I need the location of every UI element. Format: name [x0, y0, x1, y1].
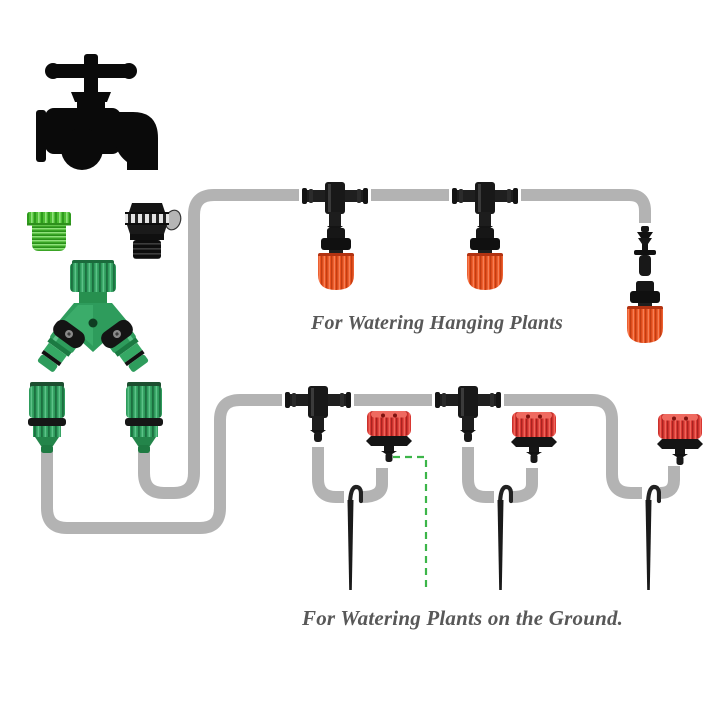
hose-tube — [511, 468, 538, 503]
hose-tube — [504, 394, 642, 499]
ground-stake-2 — [498, 487, 512, 590]
hose-tube — [361, 468, 388, 503]
caption-hanging-plants: For Watering Hanging Plants — [311, 312, 563, 334]
faucet-icon — [36, 54, 158, 170]
quick-connector-right — [125, 382, 163, 453]
left-valve-handle — [53, 319, 85, 349]
hose-tube — [462, 447, 494, 503]
hose-tube — [659, 466, 680, 499]
splitter-screw-hole — [88, 318, 98, 328]
tee-connector-mid-1 — [285, 386, 351, 442]
hose-tube — [138, 189, 299, 499]
hose-tube — [312, 447, 344, 503]
quick-connector-left — [28, 382, 66, 453]
hose-tube — [521, 189, 651, 223]
misting-nozzle-2 — [467, 228, 503, 290]
ground-stake-1 — [348, 487, 362, 590]
splitter-coupling — [70, 263, 116, 292]
dripper-3 — [657, 414, 703, 465]
dashed-guide-line — [393, 455, 428, 588]
hose-tubing — [41, 189, 680, 534]
misting-nozzle-1 — [318, 228, 354, 290]
metal-clamp-band — [125, 212, 169, 225]
dripper-2 — [511, 412, 557, 463]
dripper-1 — [366, 411, 412, 462]
straight-barb-connector — [634, 226, 656, 276]
two-way-splitter — [37, 260, 149, 372]
tee-connector-mid-2 — [435, 386, 501, 442]
right-valve-handle — [101, 319, 133, 349]
misting-nozzle-3 — [627, 281, 663, 343]
ground-stake-3 — [646, 487, 660, 590]
hose-tube — [41, 394, 282, 534]
thread-adapter — [27, 212, 71, 251]
caption-ground-plants: For Watering Plants on the Ground. — [302, 606, 624, 630]
tap-connector — [125, 203, 182, 259]
